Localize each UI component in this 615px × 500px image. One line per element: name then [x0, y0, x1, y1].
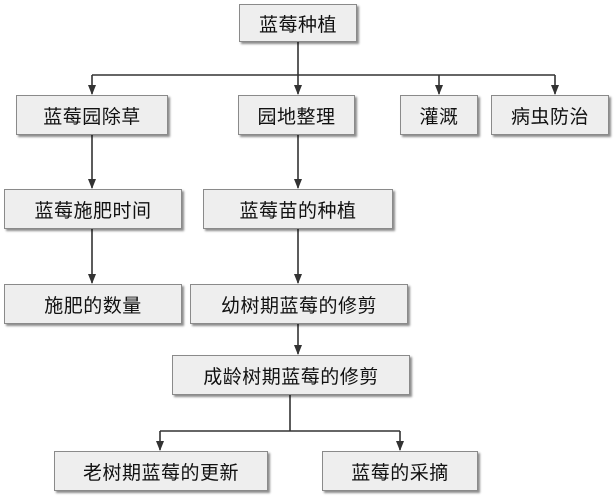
node-harvest: 蓝莓的采摘 [322, 451, 478, 491]
node-fertilizer-amount: 施肥的数量 [4, 284, 182, 324]
node-old-tree-renewal: 老树期蓝莓的更新 [54, 451, 268, 491]
node-seedling-planting: 蓝莓苗的种植 [203, 189, 393, 229]
node-irrigation: 灌溉 [400, 95, 478, 135]
node-fertilization-time: 蓝莓施肥时间 [4, 189, 182, 229]
node-pest-control: 病虫防治 [491, 95, 609, 135]
node-weeding: 蓝莓园除草 [16, 95, 168, 135]
node-young-tree-pruning: 幼树期蓝莓的修剪 [190, 284, 408, 324]
node-blueberry-planting: 蓝莓种植 [239, 4, 357, 42]
node-mature-tree-pruning: 成龄树期蓝莓的修剪 [172, 355, 410, 395]
node-site-preparation: 园地整理 [238, 95, 355, 135]
